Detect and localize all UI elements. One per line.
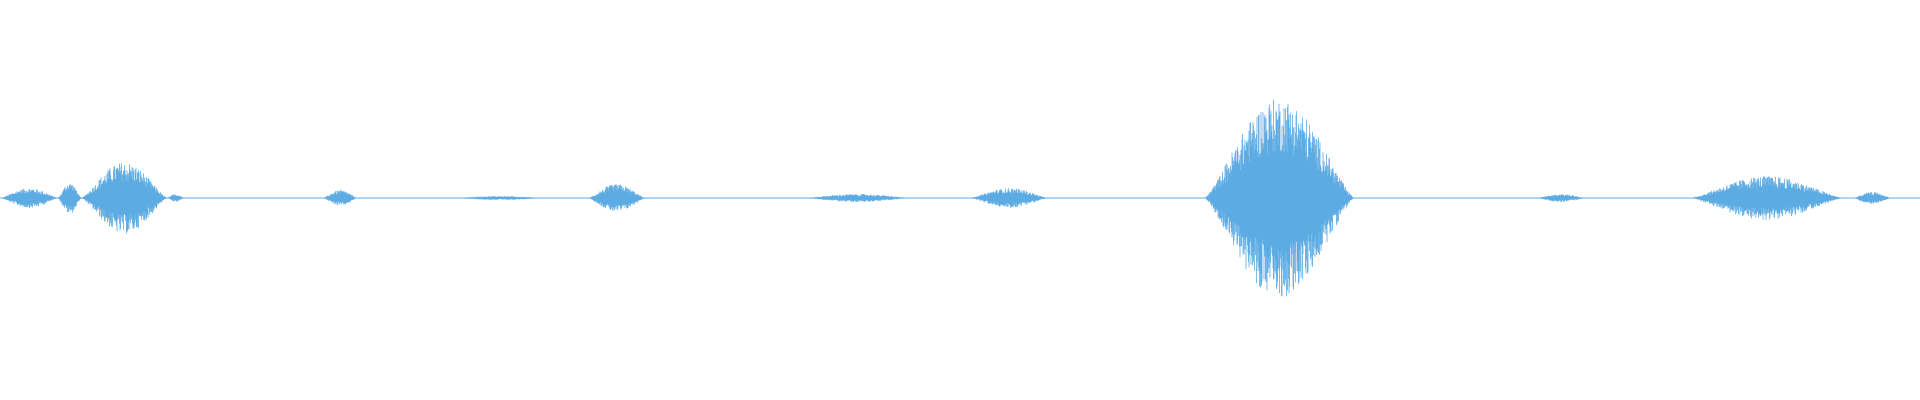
waveform-samples [1, 99, 1890, 297]
